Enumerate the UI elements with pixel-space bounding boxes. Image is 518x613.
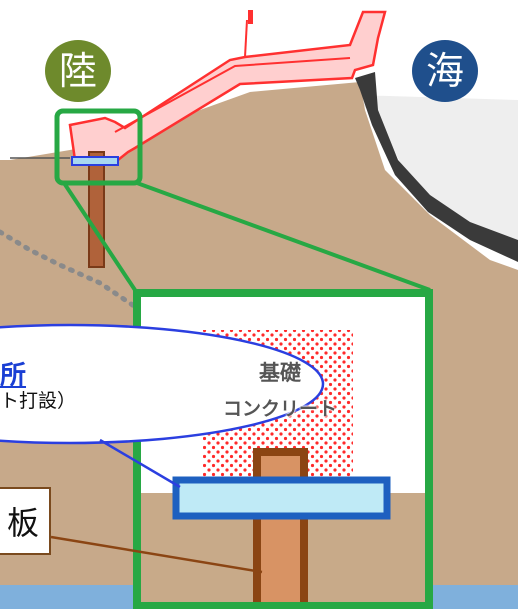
seawall-outline bbox=[68, 10, 387, 162]
callout-pointer bbox=[99, 438, 181, 489]
component-label-box: 板 bbox=[0, 487, 51, 555]
zoom-connector-left bbox=[62, 181, 137, 292]
highlight-frame-small bbox=[54, 108, 143, 186]
seawall-inner-line bbox=[114, 57, 351, 133]
foundation-label-line2: コンクリート bbox=[222, 398, 337, 420]
pile-large bbox=[253, 448, 308, 613]
callout-ellipse bbox=[0, 323, 325, 445]
footing-plate-large bbox=[172, 476, 391, 520]
sea-badge-label: 海 bbox=[425, 49, 464, 93]
callout-title: 所 bbox=[0, 361, 27, 391]
callout-subtitle: ト打設） bbox=[0, 390, 77, 412]
zoom-connector-right bbox=[136, 181, 431, 292]
pile-small bbox=[88, 151, 105, 268]
seawall-cap bbox=[244, 19, 248, 58]
sea-area bbox=[355, 95, 518, 255]
footing-plate-small bbox=[71, 156, 119, 166]
revetment-armor bbox=[355, 72, 518, 262]
component-label-text: 板 bbox=[6, 504, 39, 542]
zoom-box-frame bbox=[133, 289, 433, 610]
seawall-flag bbox=[248, 10, 253, 24]
label-leader bbox=[50, 535, 263, 574]
foundation-label-line1: 基礎 bbox=[259, 361, 301, 385]
land-badge-label: 陸 bbox=[58, 49, 97, 93]
land-badge: 陸 bbox=[45, 40, 111, 102]
sea-badge: 海 bbox=[412, 40, 478, 102]
